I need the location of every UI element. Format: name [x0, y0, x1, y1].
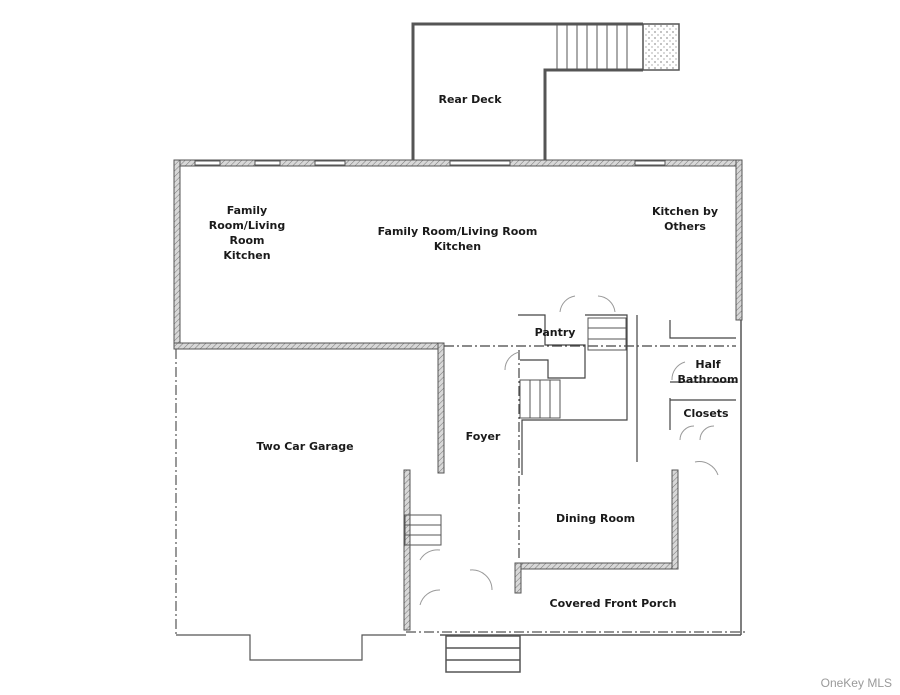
room-label-pantry: Pantry	[534, 326, 576, 339]
room-label-kitchen: Kitchen by Others	[651, 205, 719, 233]
room-label-closets: Closets	[683, 407, 729, 420]
room-label-family-room-center: Family Room/Living Room Kitchen	[377, 225, 538, 253]
gravel-pad	[642, 23, 680, 71]
room-label-dining-room: Dining Room	[555, 512, 636, 525]
room-label-family-room-left: Family Room/Living Room Kitchen	[208, 204, 286, 262]
rear-stairs	[556, 25, 628, 69]
room-label-rear-deck: Rear Deck	[438, 93, 502, 106]
rear-deck-outline	[411, 22, 643, 160]
room-label-half-bathroom: Half Bathroom	[677, 358, 739, 386]
watermark: OneKey MLS	[820, 676, 892, 690]
room-label-front-porch: Covered Front Porch	[549, 597, 677, 610]
room-label-foyer: Foyer	[465, 430, 501, 443]
room-label-garage: Two Car Garage	[256, 440, 354, 453]
